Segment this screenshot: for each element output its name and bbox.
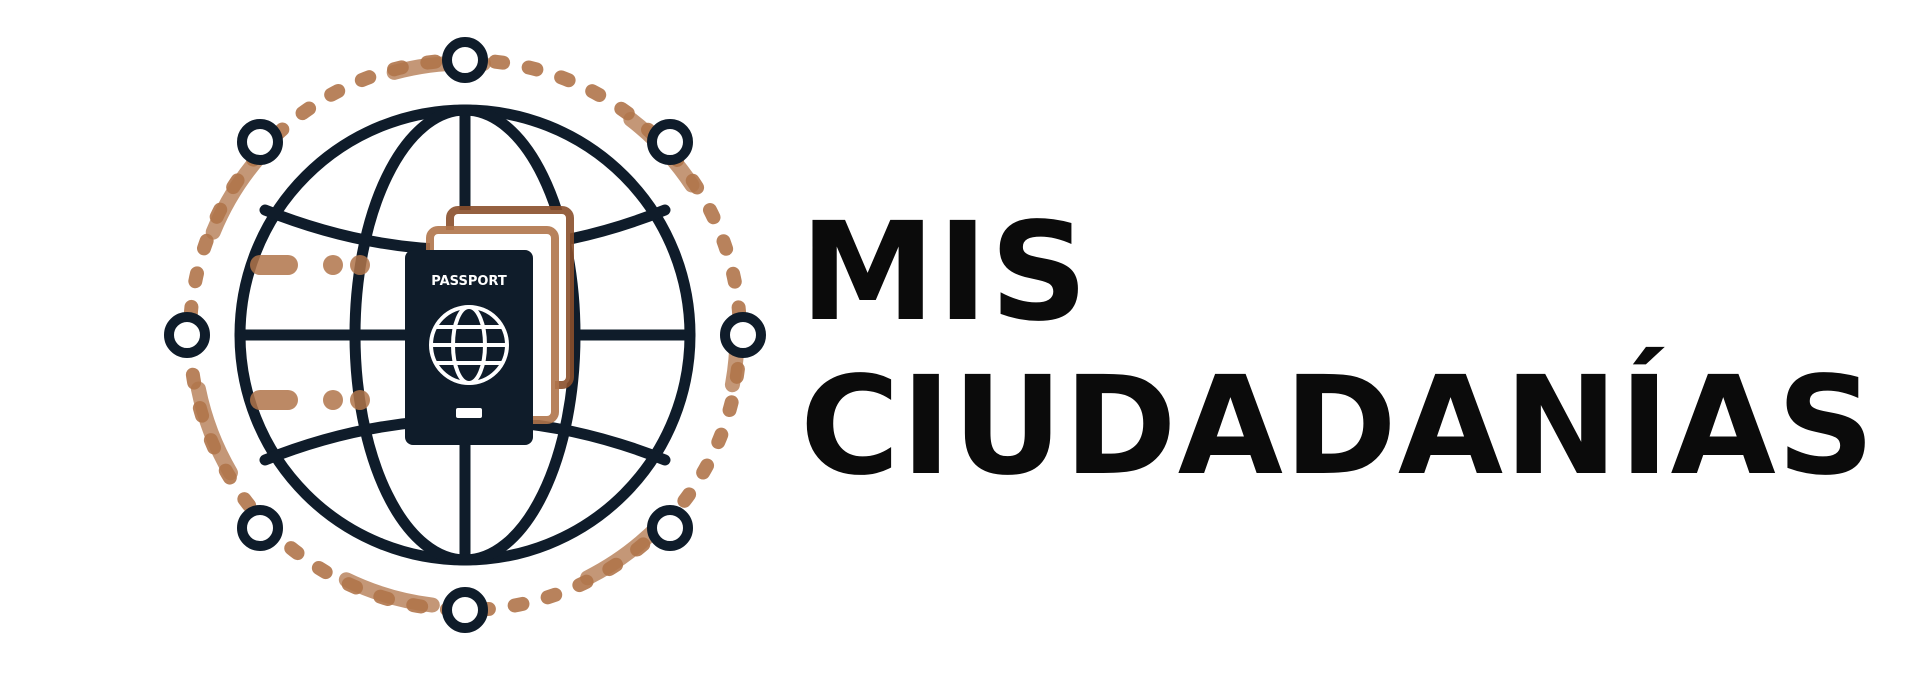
passport-label: PASSPORT: [431, 274, 507, 289]
globe-passport-emblem: PASSPORT: [164, 37, 766, 633]
wordmark-line-2: CIUDADANÍAS: [800, 348, 1876, 506]
map-dots: [250, 255, 370, 410]
wordmark-line-1: MIS: [800, 194, 1090, 352]
passport-icon: PASSPORT: [405, 206, 574, 445]
globe-icon: [234, 104, 696, 566]
orbit-node-icon: [164, 37, 766, 633]
brand-wordmark: MIS CIUDADANÍAS: [800, 205, 1900, 495]
